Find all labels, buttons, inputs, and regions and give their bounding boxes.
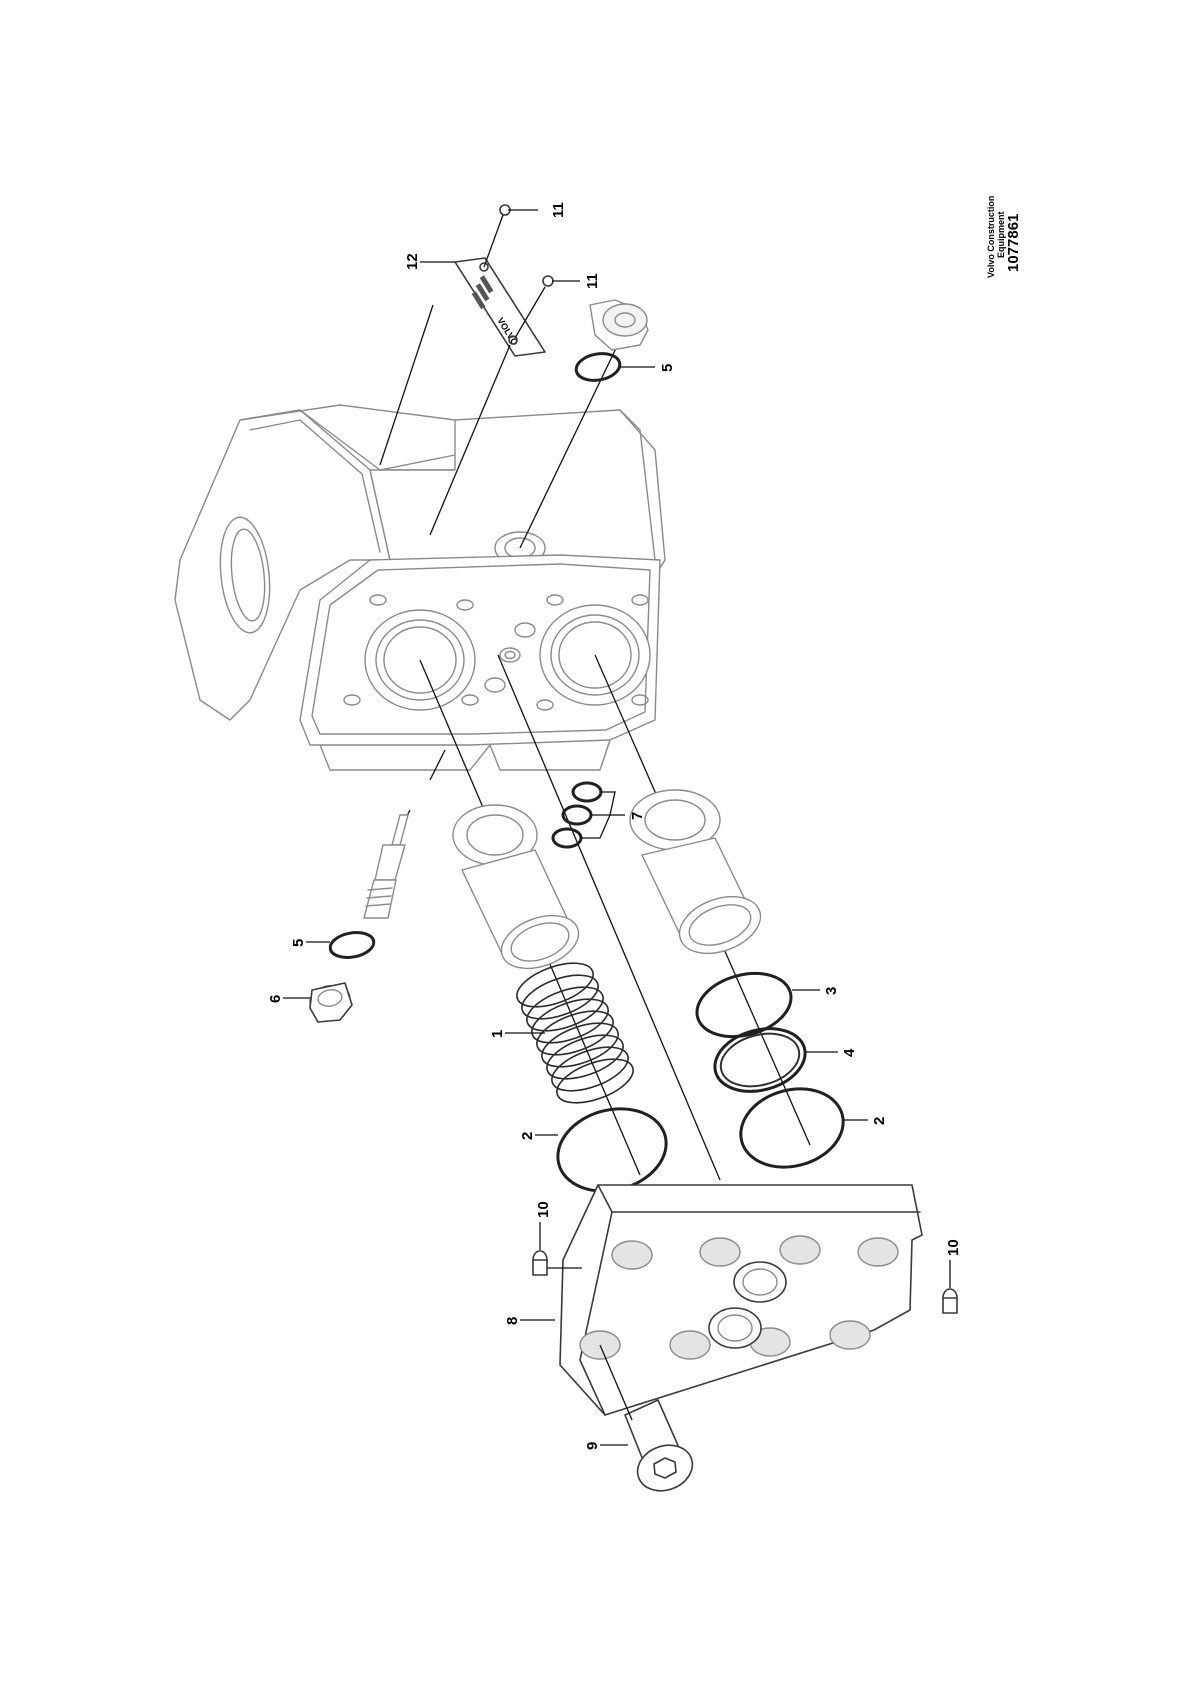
backup-ring-right xyxy=(713,1027,807,1093)
o-ring-left-plug xyxy=(328,931,376,959)
rivet-upper xyxy=(483,204,511,268)
callout-7: 7 xyxy=(629,812,646,820)
callout-11-lower: 11 xyxy=(584,273,601,289)
spring xyxy=(516,962,634,1104)
left-valve-poppet xyxy=(452,804,580,970)
pin-left xyxy=(532,1250,582,1276)
o-ring-right-upper xyxy=(695,971,793,1039)
cover-plate xyxy=(559,1184,923,1416)
callout-5-upper: 5 xyxy=(659,364,676,372)
callout-1: 1 xyxy=(489,1030,506,1038)
callout-9: 9 xyxy=(584,1442,601,1450)
callout-12: 12 xyxy=(404,253,421,270)
callout-10-left: 10 xyxy=(535,1201,552,1218)
callout-8: 8 xyxy=(504,1317,521,1325)
callout-leaders xyxy=(283,209,951,1446)
rivet-lower xyxy=(514,275,554,339)
document-number: 1077861 xyxy=(1005,214,1022,272)
right-valve-poppet xyxy=(629,789,762,955)
callout-3: 3 xyxy=(823,987,840,995)
valve-housing xyxy=(174,404,666,771)
callout-6: 6 xyxy=(267,995,284,1003)
callout-4: 4 xyxy=(841,1048,858,1057)
callout-2-right: 2 xyxy=(871,1117,888,1125)
callout-5-left: 5 xyxy=(290,939,307,947)
callout-11-upper: 11 xyxy=(550,202,567,218)
o-ring-right-lower xyxy=(739,1087,845,1169)
company-name-line2: Equipment xyxy=(996,211,1006,258)
callout-labels: 12 11 11 5 7 5 6 1 2 3 4 2 10 10 8 9 xyxy=(267,202,962,1450)
company-name-line1: Volvo Construction xyxy=(986,196,996,278)
callout-2-left: 2 xyxy=(519,1132,536,1140)
left-plug xyxy=(309,982,353,1023)
branding-block: Volvo Construction Equipment 1077861 xyxy=(986,196,1022,278)
pin-right xyxy=(942,1288,958,1314)
callout-10-right: 10 xyxy=(945,1239,962,1256)
plug-upper xyxy=(574,299,649,382)
socket-head-screw xyxy=(599,1344,694,1492)
valve-cartridge xyxy=(363,814,409,919)
name-plate: VOLVO xyxy=(379,257,546,536)
